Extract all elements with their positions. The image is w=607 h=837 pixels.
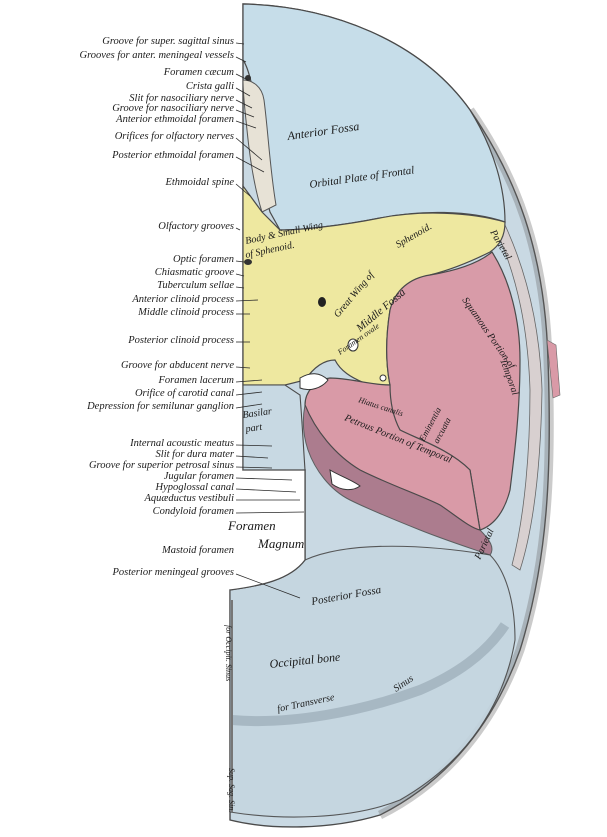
jugular-foramen — [329, 469, 361, 491]
leader-line — [235, 391, 263, 396]
left-label: Groove for abducent nerve — [120, 360, 234, 371]
left-label: Groove for super. sagittal sinus — [102, 36, 234, 47]
leader-line — [235, 455, 269, 459]
left-label: Crista galli — [185, 81, 234, 92]
left-label: Posterior ethmoidal foramen — [112, 150, 234, 161]
region-label: part — [244, 422, 263, 435]
left-label: Posterior clinoid process — [128, 335, 234, 346]
left-label: Tuberculum sellae — [157, 280, 234, 291]
leader-line — [235, 227, 241, 231]
left-label: Posterior meningeal grooves — [112, 567, 234, 578]
parietal-pink-edge — [546, 339, 561, 399]
ethmoid-crista-galli — [242, 79, 277, 213]
frontal-bone — [242, 3, 506, 231]
region-label: Foramen — [227, 518, 276, 533]
left-label: Chiasmatic groove — [154, 267, 234, 278]
left-label: Foramen lacerum — [158, 375, 234, 386]
foramen-spinosum-hole — [379, 374, 387, 382]
leader-line — [235, 286, 245, 289]
left-label: Olfactory grooves — [158, 221, 234, 232]
leader-lines — [235, 42, 305, 599]
left-label: Hypoglossal canal — [155, 482, 234, 493]
left-label: Middle clinoid process — [138, 307, 234, 318]
left-label: Slit for dura mater — [155, 449, 234, 460]
leader-line — [235, 87, 251, 97]
leader-line — [235, 56, 247, 63]
leader-line — [235, 488, 297, 493]
leader-line — [235, 299, 259, 302]
left-label: Internal acoustic meatus — [130, 438, 234, 449]
region-label: Basilar — [242, 406, 273, 421]
left-label: Slit for nasociliary nerve — [129, 93, 234, 104]
leader-line — [235, 109, 255, 118]
leader-line — [235, 477, 293, 481]
region-label: Magnum — [257, 536, 304, 551]
foramen-lacerum — [299, 373, 329, 391]
optic-foramen — [244, 259, 252, 265]
leader-line — [235, 273, 245, 277]
left-label: Jugular foramen — [163, 471, 234, 482]
foramen-ovale-hole — [347, 338, 359, 352]
foramen-caecum-dot — [245, 75, 251, 81]
leader-line — [235, 137, 263, 161]
leader-line — [235, 444, 273, 447]
left-label: Depression for semilunar ganglion — [87, 401, 234, 412]
region-label: Sup. Sag. Sin. — [227, 768, 236, 812]
transverse-sinus-groove — [231, 622, 510, 727]
leader-line — [235, 156, 265, 173]
left-label: Groove for nasociliary nerve — [112, 103, 234, 114]
left-label: Condyloid foramen — [152, 506, 234, 517]
sphenoid-bone — [242, 184, 506, 386]
leader-line — [235, 466, 273, 469]
left-label: Orifices for olfactory nerves — [114, 131, 234, 142]
left-label: Grooves for anter. meningeal vessels — [79, 50, 234, 61]
occipital-bone — [229, 545, 516, 818]
foramen-rotundum-hole — [318, 297, 326, 307]
leader-line — [235, 73, 249, 81]
left-label: Optic foramen — [173, 254, 234, 265]
left-label: Mastoid foramen — [161, 545, 234, 556]
left-label: Anterior ethmoidal foramen — [116, 114, 234, 125]
left-label: Groove for superior petrosal sinus — [88, 460, 234, 471]
left-label: Foramen cæcum — [163, 67, 234, 78]
left-label: Aquæductus vestibuli — [144, 493, 234, 504]
parietal-strip — [496, 224, 543, 571]
leader-line — [235, 511, 305, 514]
left-label: Ethmoidal spine — [165, 177, 234, 188]
leader-line — [235, 120, 257, 129]
left-label: Orifice of carotid canal — [134, 388, 234, 399]
leader-line — [235, 403, 263, 409]
leader-line — [235, 183, 251, 197]
leader-line — [235, 42, 245, 45]
region-label: for Occipit. Sinus — [224, 625, 233, 681]
leader-line — [235, 573, 301, 599]
leader-line — [235, 99, 253, 109]
leader-line — [235, 366, 251, 369]
left-label: Anterior clinoid process — [132, 294, 234, 305]
leader-line — [235, 379, 263, 383]
leader-line — [235, 260, 245, 263]
